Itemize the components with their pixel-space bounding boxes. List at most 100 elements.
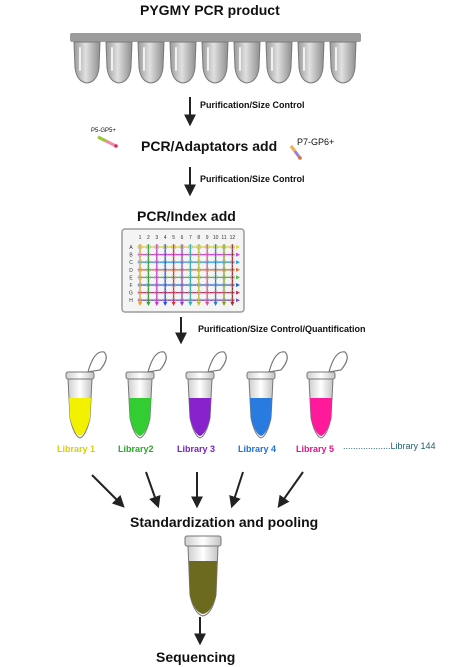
plate-well xyxy=(204,244,210,250)
plate-column-label: 2 xyxy=(147,235,150,241)
plate-column-label: 4 xyxy=(164,235,167,241)
plate-row-label: F xyxy=(129,283,132,289)
plate-well xyxy=(196,244,202,250)
plate-column-marker xyxy=(146,302,151,306)
plate-column-label: 9 xyxy=(206,235,209,241)
plate-row-marker xyxy=(236,267,240,272)
plate-well xyxy=(187,290,193,295)
plate-well xyxy=(145,244,151,250)
plate-well xyxy=(179,267,185,273)
plate-well xyxy=(145,274,151,280)
plate-well xyxy=(145,267,151,273)
plate-well xyxy=(196,282,202,288)
library-label-4: Library 4 xyxy=(238,444,277,454)
plate-column-label: 6 xyxy=(181,235,184,241)
plate-well xyxy=(196,267,202,273)
pcr-tube xyxy=(201,41,229,84)
plate-column-marker xyxy=(188,302,193,306)
plate-well xyxy=(213,290,218,295)
plate-well xyxy=(145,252,151,257)
pool-liquid xyxy=(189,561,217,614)
tube-lid xyxy=(87,351,107,373)
library-liquid xyxy=(189,398,211,436)
plate-well xyxy=(154,267,160,273)
tube-lid xyxy=(328,351,348,373)
plate-well xyxy=(213,282,218,288)
plate-well xyxy=(154,244,160,250)
library-liquid xyxy=(69,398,91,436)
tube-lid xyxy=(207,351,227,373)
step-label-3: Purification/Size Control/Quantification xyxy=(198,324,366,334)
plate-column-marker xyxy=(230,302,235,306)
pcr-tube xyxy=(73,41,101,84)
plate-well xyxy=(171,267,176,273)
plate-well xyxy=(171,252,176,257)
plate-well xyxy=(221,252,227,257)
plate-row-marker xyxy=(236,290,240,295)
plate-column-marker xyxy=(222,302,226,306)
tube-lid xyxy=(147,351,167,373)
plate-well xyxy=(204,290,210,295)
plate-column-marker xyxy=(138,302,142,306)
arrow-lib4-pool xyxy=(229,471,244,509)
plate-well xyxy=(204,274,210,280)
plate-well xyxy=(154,282,160,288)
plate-well xyxy=(179,290,185,295)
plate-well xyxy=(162,290,168,295)
library-label-2: Library2 xyxy=(118,444,154,454)
plate-well xyxy=(204,259,210,265)
plate-well xyxy=(196,252,202,257)
pool-tube xyxy=(184,535,222,617)
plate-well xyxy=(229,252,235,257)
plate-well xyxy=(213,267,218,273)
library-tube-1 xyxy=(65,351,107,439)
plate-well xyxy=(187,252,193,257)
plate-well xyxy=(196,274,202,280)
pcr-tube xyxy=(105,41,133,84)
plate-well xyxy=(154,290,160,295)
pcr-tube xyxy=(265,41,293,84)
library-tube-5 xyxy=(306,351,348,439)
pcr-tube xyxy=(297,41,325,84)
plate-row-marker xyxy=(236,275,240,280)
tube-rim xyxy=(306,371,336,380)
title-pygmy-pcr-product: PYGMY PCR product xyxy=(140,2,280,18)
plate-well xyxy=(187,259,193,265)
plate-column-label: 12 xyxy=(230,235,236,241)
library-label-5: Library 5 xyxy=(296,444,335,454)
plate-row-label: C xyxy=(129,260,133,266)
tube-rim xyxy=(125,371,155,380)
plate-column-label: 5 xyxy=(172,235,175,241)
plate-well xyxy=(154,252,160,257)
plate-well xyxy=(213,252,218,257)
pcr-tube-strip xyxy=(70,33,361,84)
plate-well xyxy=(171,282,176,288)
plate-column-label: 11 xyxy=(221,235,226,241)
plate-row-label: D xyxy=(129,268,133,274)
plate-well xyxy=(162,267,168,273)
title-pcr-adaptators-add: PCR/Adaptators add xyxy=(141,138,278,154)
tube-rim xyxy=(65,371,95,380)
plate-well xyxy=(179,259,185,265)
title-standardization-pooling: Standardization and pooling xyxy=(130,514,319,530)
plate-outline xyxy=(121,228,245,313)
plate-row-marker xyxy=(236,252,240,257)
plate-well xyxy=(154,274,160,280)
plate-well xyxy=(137,290,143,295)
plate-well xyxy=(196,290,202,295)
library-tube-4 xyxy=(246,351,288,439)
plate-well xyxy=(204,282,210,288)
plate-well xyxy=(187,274,193,280)
plate-well xyxy=(145,282,151,288)
plate-well xyxy=(162,244,168,250)
plate-row-marker xyxy=(236,260,240,265)
library-label-144: ...................Library 144 xyxy=(343,441,436,451)
plate-well xyxy=(187,282,193,288)
pcr-tube xyxy=(169,41,197,84)
plate-column-label: 8 xyxy=(197,235,200,241)
plate-well xyxy=(179,274,185,280)
plate-well xyxy=(229,274,235,280)
plate-column-marker xyxy=(213,302,218,306)
